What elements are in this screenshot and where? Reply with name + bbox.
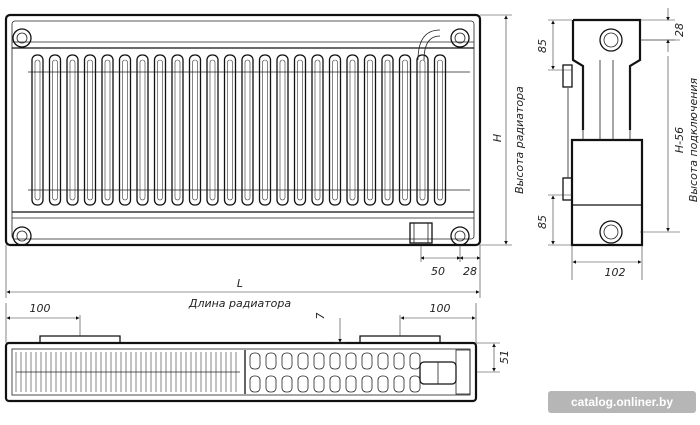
fin <box>363 54 377 206</box>
fin <box>241 54 254 206</box>
fin <box>206 54 219 206</box>
panel-cell <box>281 375 293 393</box>
panel-cell <box>313 375 325 393</box>
plug-icon <box>450 226 470 246</box>
panel-cell <box>393 375 405 393</box>
panel-cell <box>377 375 389 393</box>
fin <box>346 54 359 206</box>
dimension-depth: 102 <box>571 245 643 280</box>
fin <box>188 54 202 206</box>
top-view: 100 100 7 51 <box>4 302 511 403</box>
dimension-length: L Длина радиатора <box>5 245 481 310</box>
fin <box>398 54 412 206</box>
panel-cell <box>249 375 261 393</box>
fin <box>153 54 167 206</box>
fin <box>293 54 307 206</box>
panel-cell <box>313 352 325 370</box>
dimension-51: 51 <box>476 342 511 373</box>
end-connection-icon <box>419 349 471 395</box>
watermark: catalog.onliner.by <box>548 391 696 413</box>
dimension-connection-height: H-56 Высота подключения <box>640 39 700 233</box>
top-grille-open <box>244 350 421 394</box>
fin <box>223 54 237 206</box>
panel-cell <box>329 375 341 393</box>
panel-cell <box>345 352 357 370</box>
fin <box>118 54 132 206</box>
fin <box>433 54 447 206</box>
fin <box>328 54 342 206</box>
wall-bracket <box>562 64 573 88</box>
panel-cell <box>393 352 405 370</box>
plug-icon <box>12 226 32 246</box>
dimension-top-85: 85 <box>536 19 572 71</box>
fin <box>31 54 44 206</box>
front-inner-frame <box>11 20 475 240</box>
panel-cell <box>361 352 373 370</box>
dim-offset-50: 50 <box>431 265 445 278</box>
dimension-height: H Высота радиатора <box>480 14 526 246</box>
fin <box>48 54 62 206</box>
fin <box>83 54 97 206</box>
dimension-top-left-100: 100 <box>5 302 81 343</box>
dim-height-label: H <box>491 134 504 142</box>
bottom-connection-icon <box>599 220 623 244</box>
side-view: 28 85 85 H-56 Высота подключения <box>536 8 700 280</box>
dim-top-28: 28 <box>673 23 686 37</box>
dim-51: 51 <box>498 350 511 364</box>
bottom-connection-nipple <box>409 29 441 244</box>
fin <box>66 54 79 206</box>
front-view: H Высота радиатора 50 28 L Длина радиато… <box>4 13 526 310</box>
fin <box>258 54 272 206</box>
label-radiator-length: Длина радиатора <box>188 297 292 310</box>
dim-bottom-85: 85 <box>536 215 549 229</box>
panel-cell <box>409 352 421 370</box>
panel-cell <box>265 375 277 393</box>
dim-offset-28: 28 <box>463 265 477 278</box>
top-connection-icon <box>599 28 623 52</box>
dim-depth: 102 <box>605 266 626 279</box>
panel-cell <box>409 375 421 393</box>
fin <box>101 54 114 206</box>
dimension-connection-offsets: 50 28 <box>420 245 481 278</box>
panel-cell <box>297 352 309 370</box>
dim-top-85: 85 <box>536 39 549 53</box>
dimension-bottom-85: 85 <box>536 194 572 246</box>
dim-connection-height: H-56 <box>673 127 686 153</box>
dim-length-label: L <box>237 277 243 290</box>
dim-right-100: 100 <box>430 302 451 315</box>
panel-cell <box>345 375 357 393</box>
dimension-7: 7 <box>314 313 345 344</box>
fin <box>311 54 324 206</box>
wall-bracket <box>562 177 573 201</box>
fin <box>381 54 394 206</box>
plug-icon <box>12 28 32 48</box>
dimension-top-right-100: 100 <box>399 302 477 343</box>
fin <box>276 54 289 206</box>
panel-cell <box>361 375 373 393</box>
fin <box>416 54 429 206</box>
plug-icon <box>450 28 470 48</box>
panel-cell <box>297 375 309 393</box>
label-radiator-height: Высота радиатора <box>513 86 526 194</box>
panel-cell <box>281 352 293 370</box>
panel-cell <box>249 352 261 370</box>
dim-left-100: 100 <box>30 302 51 315</box>
top-grille-dense <box>15 352 240 392</box>
panel-cell <box>329 352 341 370</box>
dimension-top-28: 28 <box>640 8 686 52</box>
label-connection-height: Высота подключения <box>687 77 700 202</box>
dim-7: 7 <box>314 313 327 320</box>
front-fins <box>31 54 447 206</box>
watermark-text: catalog.onliner.by <box>571 395 673 409</box>
panel-cell <box>265 352 277 370</box>
fin <box>171 54 184 206</box>
fin <box>136 54 149 206</box>
front-outer-frame <box>4 13 482 247</box>
panel-cell <box>377 352 389 370</box>
